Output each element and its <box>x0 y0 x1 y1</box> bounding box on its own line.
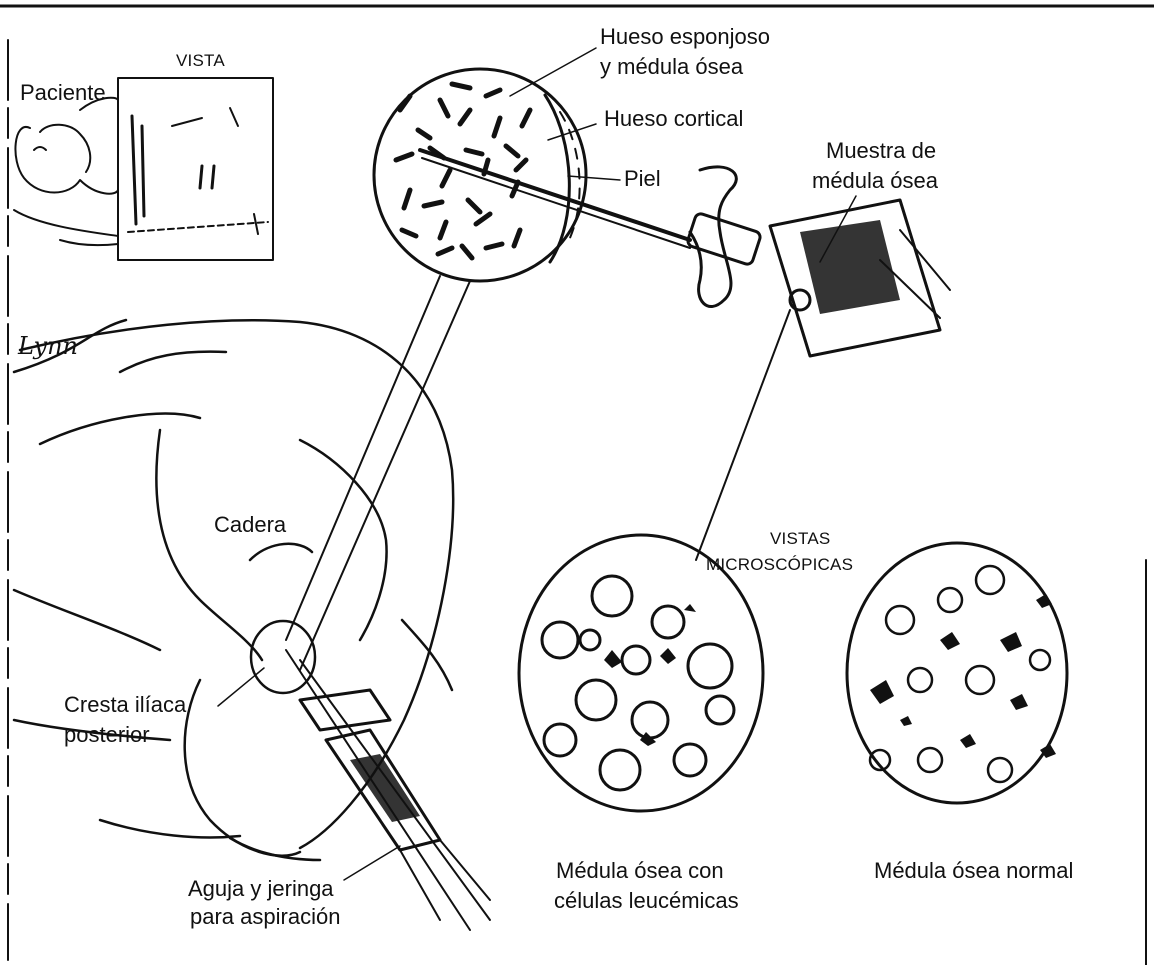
label-hueso-esponjoso-1: Hueso esponjoso <box>600 24 770 50</box>
label-cresta-2: posterior <box>64 722 150 748</box>
label-vistas-1: VISTAS <box>770 526 830 552</box>
connector-lines <box>286 276 790 670</box>
label-vistas-2: MICROSCÓPICAS <box>706 552 853 578</box>
normal-marrow-circle <box>847 543 1067 803</box>
label-aguja-2: para aspiración <box>190 904 340 930</box>
label-aguja-1: Aguja y jeringa <box>188 876 334 902</box>
label-muestra-1: Muestra de <box>826 138 936 164</box>
label-leucemica-2: células leucémicas <box>554 888 739 914</box>
label-normal: Médula ósea normal <box>874 858 1073 884</box>
label-paciente: Paciente <box>20 80 106 106</box>
label-leucemica-1: Médula ósea con <box>556 858 724 884</box>
page-border <box>0 6 1154 965</box>
label-piel: Piel <box>624 166 661 192</box>
label-cadera: Cadera <box>214 512 286 538</box>
label-cresta-1: Cresta ilíaca <box>64 692 186 718</box>
label-muestra-2: médula ósea <box>812 168 938 194</box>
label-hueso-cortical: Hueso cortical <box>604 106 743 132</box>
label-vista: VISTA <box>176 48 225 74</box>
leader-lines-top <box>510 48 856 262</box>
artist-signature: Lynn <box>18 332 78 360</box>
bone-lens-circle <box>374 69 586 281</box>
label-hueso-esponjoso-2: y médula ósea <box>600 54 743 80</box>
